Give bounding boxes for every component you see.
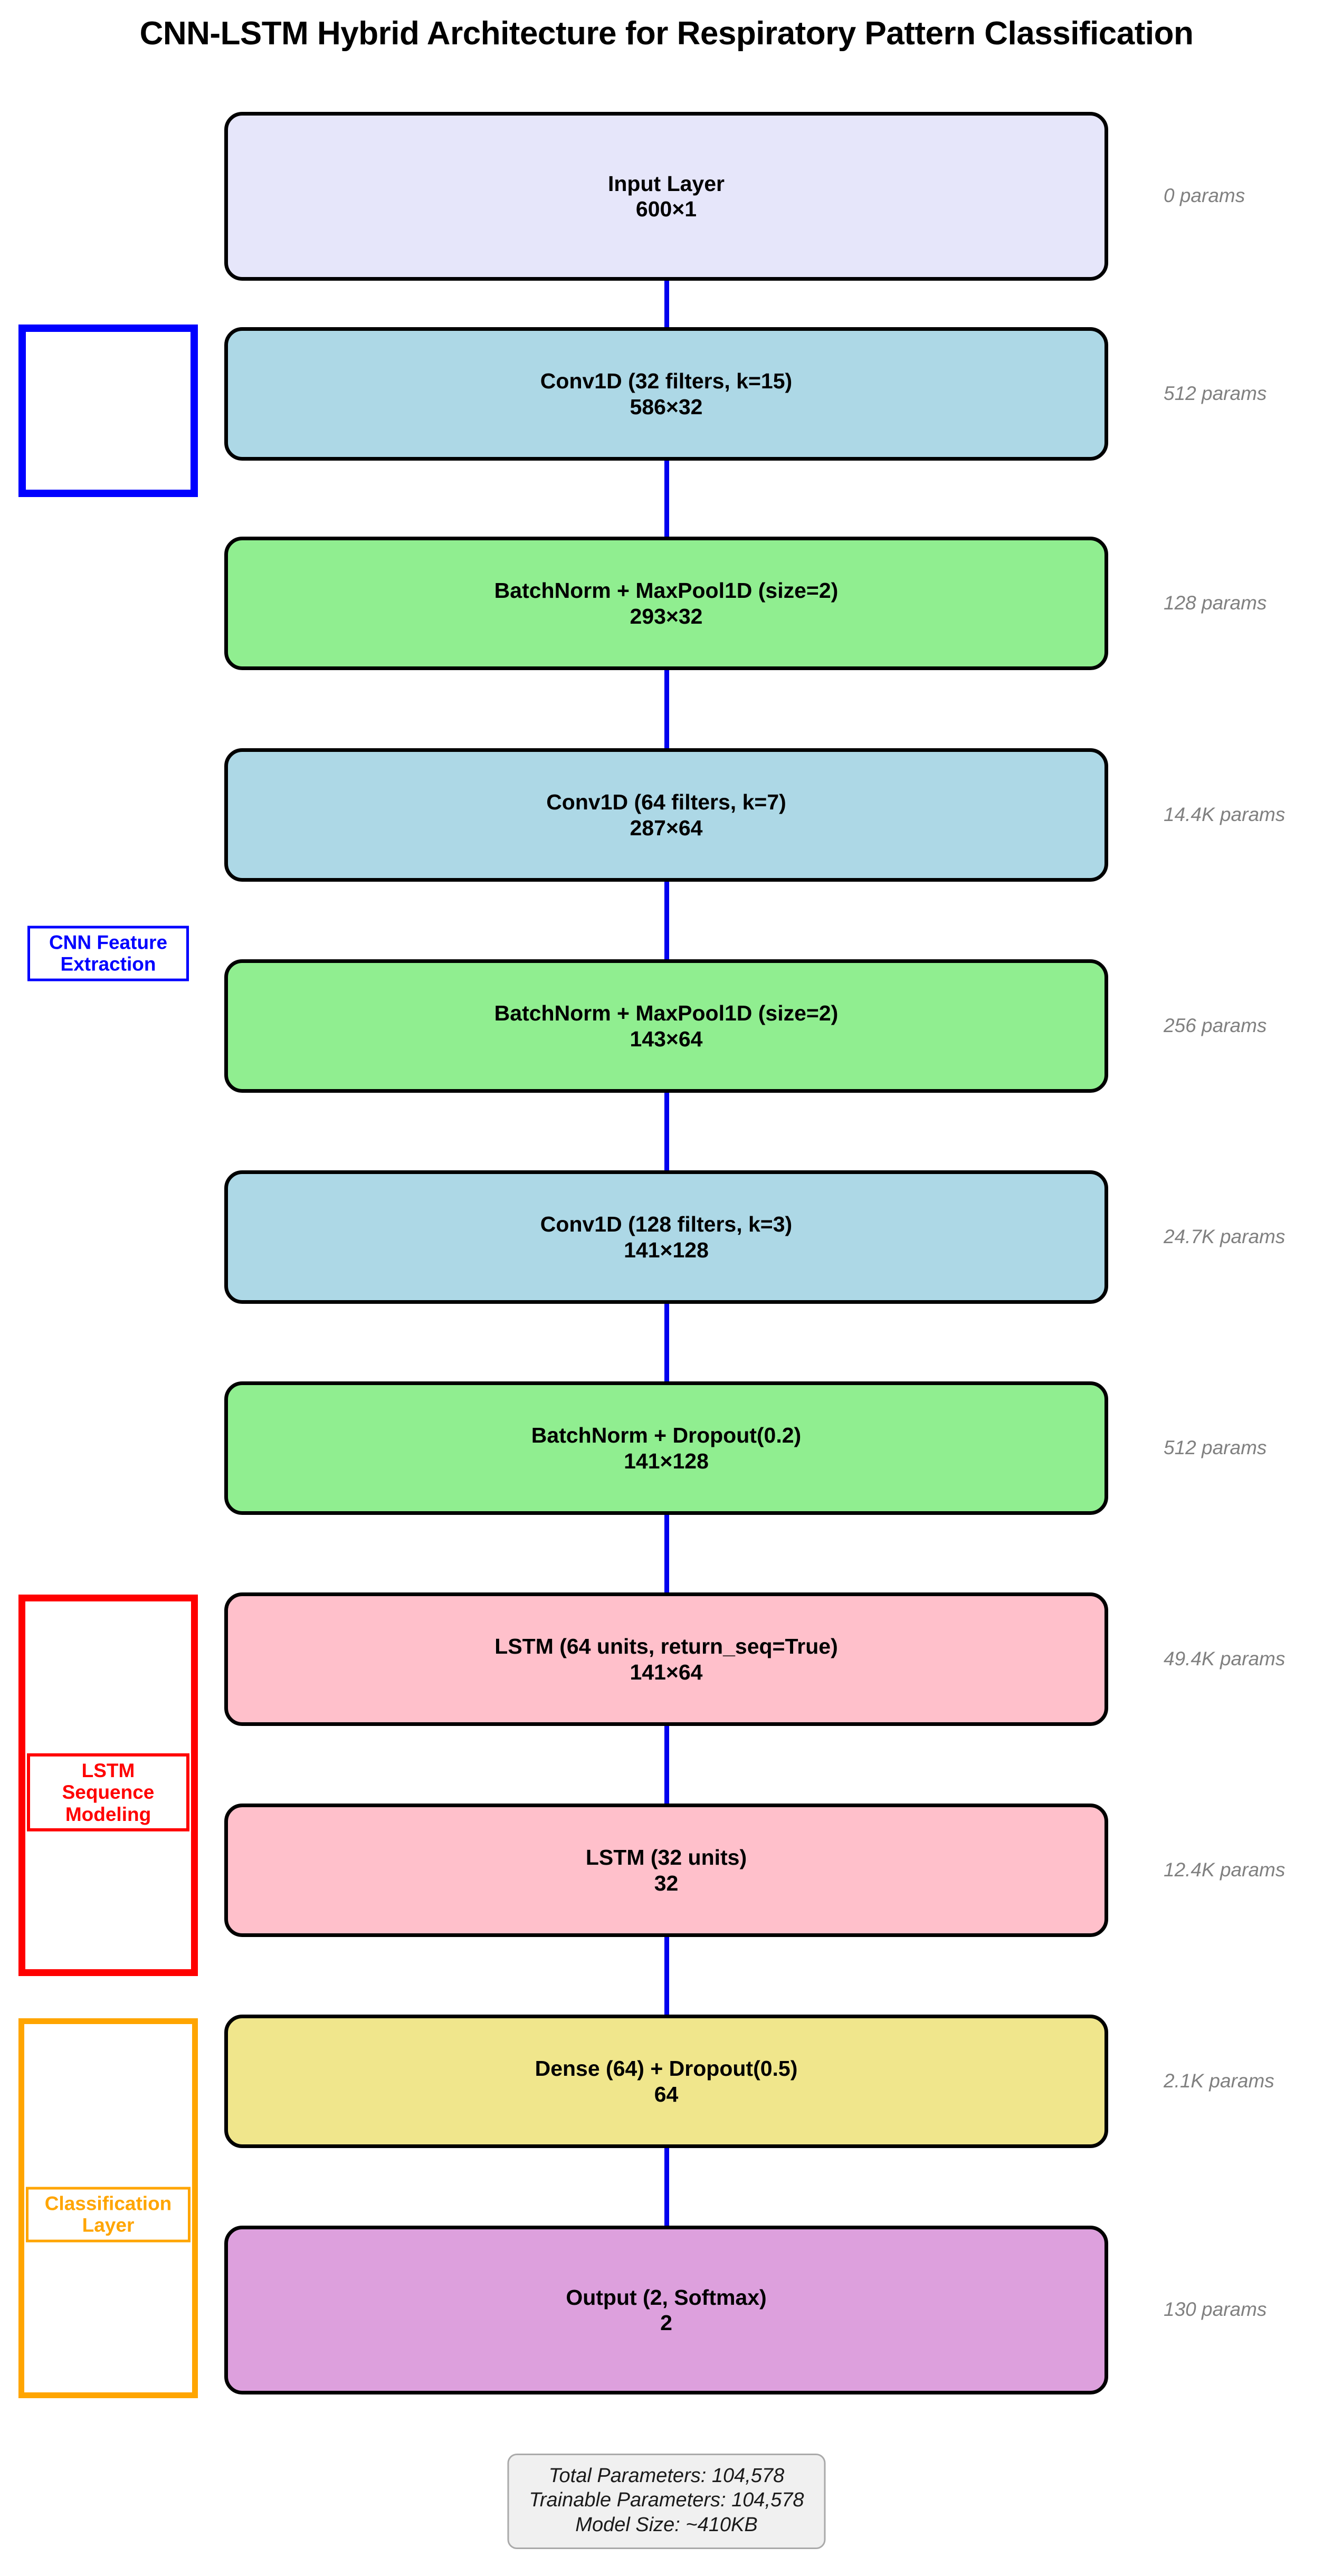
group-label-1: LSTM Sequence Modeling <box>27 1753 189 1832</box>
layer-shape-6: 141×128 <box>624 1448 709 1473</box>
layer-shape-4: 143×64 <box>630 1026 703 1051</box>
layer-name-10: Output (2, Softmax) <box>566 2285 767 2310</box>
layer-box-6[interactable]: BatchNorm + Dropout(0.2)141×128 <box>224 1381 1108 1515</box>
layer-box-8[interactable]: LSTM (32 units)32 <box>224 1804 1108 1937</box>
layer-shape-10: 2 <box>660 2311 672 2335</box>
connector-line-0 <box>664 276 669 331</box>
layer-box-5[interactable]: Conv1D (128 filters, k=3)141×128 <box>224 1170 1108 1304</box>
layer-box-1[interactable]: Conv1D (32 filters, k=15)586×32 <box>224 327 1108 461</box>
layer-box-9[interactable]: Dense (64) + Dropout(0.5)64 <box>224 2015 1108 2148</box>
layer-shape-7: 141×64 <box>630 1659 703 1684</box>
connector-line-9 <box>664 2144 669 2230</box>
layer-shape-2: 293×32 <box>630 604 703 628</box>
layer-name-1: Conv1D (32 filters, k=15) <box>540 369 793 394</box>
connector-line-7 <box>664 1722 669 1808</box>
summary-line-1: Trainable Parameters: 104,578 <box>529 2489 804 2512</box>
layer-name-9: Dense (64) + Dropout(0.5) <box>535 2056 798 2081</box>
layer-name-4: BatchNorm + MaxPool1D (size=2) <box>494 1001 839 1026</box>
connector-line-3 <box>664 877 669 963</box>
layer-shape-0: 600×1 <box>635 197 697 221</box>
group-label-0: CNN Feature Extraction <box>27 926 189 981</box>
params-label-1: 512 params <box>1164 382 1267 404</box>
connector-line-1 <box>664 456 669 541</box>
connector-line-2 <box>664 666 669 752</box>
layer-box-7[interactable]: LSTM (64 units, return_seq=True)141×64 <box>224 1592 1108 1726</box>
layer-box-2[interactable]: BatchNorm + MaxPool1D (size=2)293×32 <box>224 537 1108 670</box>
layer-name-7: LSTM (64 units, return_seq=True) <box>494 1634 838 1659</box>
layer-box-3[interactable]: Conv1D (64 filters, k=7)287×64 <box>224 748 1108 882</box>
layer-name-2: BatchNorm + MaxPool1D (size=2) <box>494 578 839 603</box>
group-bracket-1: LSTM Sequence Modeling <box>18 1595 198 1976</box>
summary-line-2: Model Size: ~410KB <box>575 2513 758 2536</box>
layer-box-10[interactable]: Output (2, Softmax)2 <box>224 2226 1108 2394</box>
layer-name-3: Conv1D (64 filters, k=7) <box>546 790 786 815</box>
params-label-0: 0 params <box>1164 185 1245 206</box>
summary-line-0: Total Parameters: 104,578 <box>548 2465 785 2487</box>
connector-line-5 <box>664 1300 669 1386</box>
layer-shape-5: 141×128 <box>624 1237 709 1262</box>
params-label-9: 2.1K params <box>1164 2069 1274 2092</box>
params-label-2: 128 params <box>1164 591 1267 614</box>
params-label-8: 12.4K params <box>1164 1858 1286 1881</box>
layer-shape-9: 64 <box>654 2082 679 2106</box>
params-label-10: 130 params <box>1164 2298 1267 2320</box>
layer-shape-8: 32 <box>654 1871 679 1895</box>
layer-shape-1: 586×32 <box>630 394 703 419</box>
group-label-2: Classification Layer <box>26 2187 191 2243</box>
params-label-5: 24.7K params <box>1164 1225 1286 1247</box>
connector-line-4 <box>664 1089 669 1175</box>
page-title: CNN-LSTM Hybrid Architecture for Respira… <box>139 15 1194 52</box>
layer-box-4[interactable]: BatchNorm + MaxPool1D (size=2)143×64 <box>224 959 1108 1093</box>
params-label-7: 49.4K params <box>1164 1647 1286 1669</box>
params-label-3: 14.4K params <box>1164 803 1286 825</box>
layer-name-8: LSTM (32 units) <box>585 1845 747 1870</box>
connector-line-8 <box>664 1933 669 2019</box>
params-label-4: 256 params <box>1164 1014 1267 1036</box>
params-label-6: 512 params <box>1164 1436 1267 1458</box>
layer-name-5: Conv1D (128 filters, k=3) <box>540 1212 793 1237</box>
layer-shape-3: 287×64 <box>630 815 703 840</box>
layer-name-0: Input Layer <box>608 171 725 196</box>
layer-name-6: BatchNorm + Dropout(0.2) <box>531 1423 802 1448</box>
group-bracket-0: CNN Feature Extraction <box>18 325 198 981</box>
group-bracket-2: Classification Layer <box>18 2018 198 2398</box>
connector-line-6 <box>664 1511 669 1597</box>
